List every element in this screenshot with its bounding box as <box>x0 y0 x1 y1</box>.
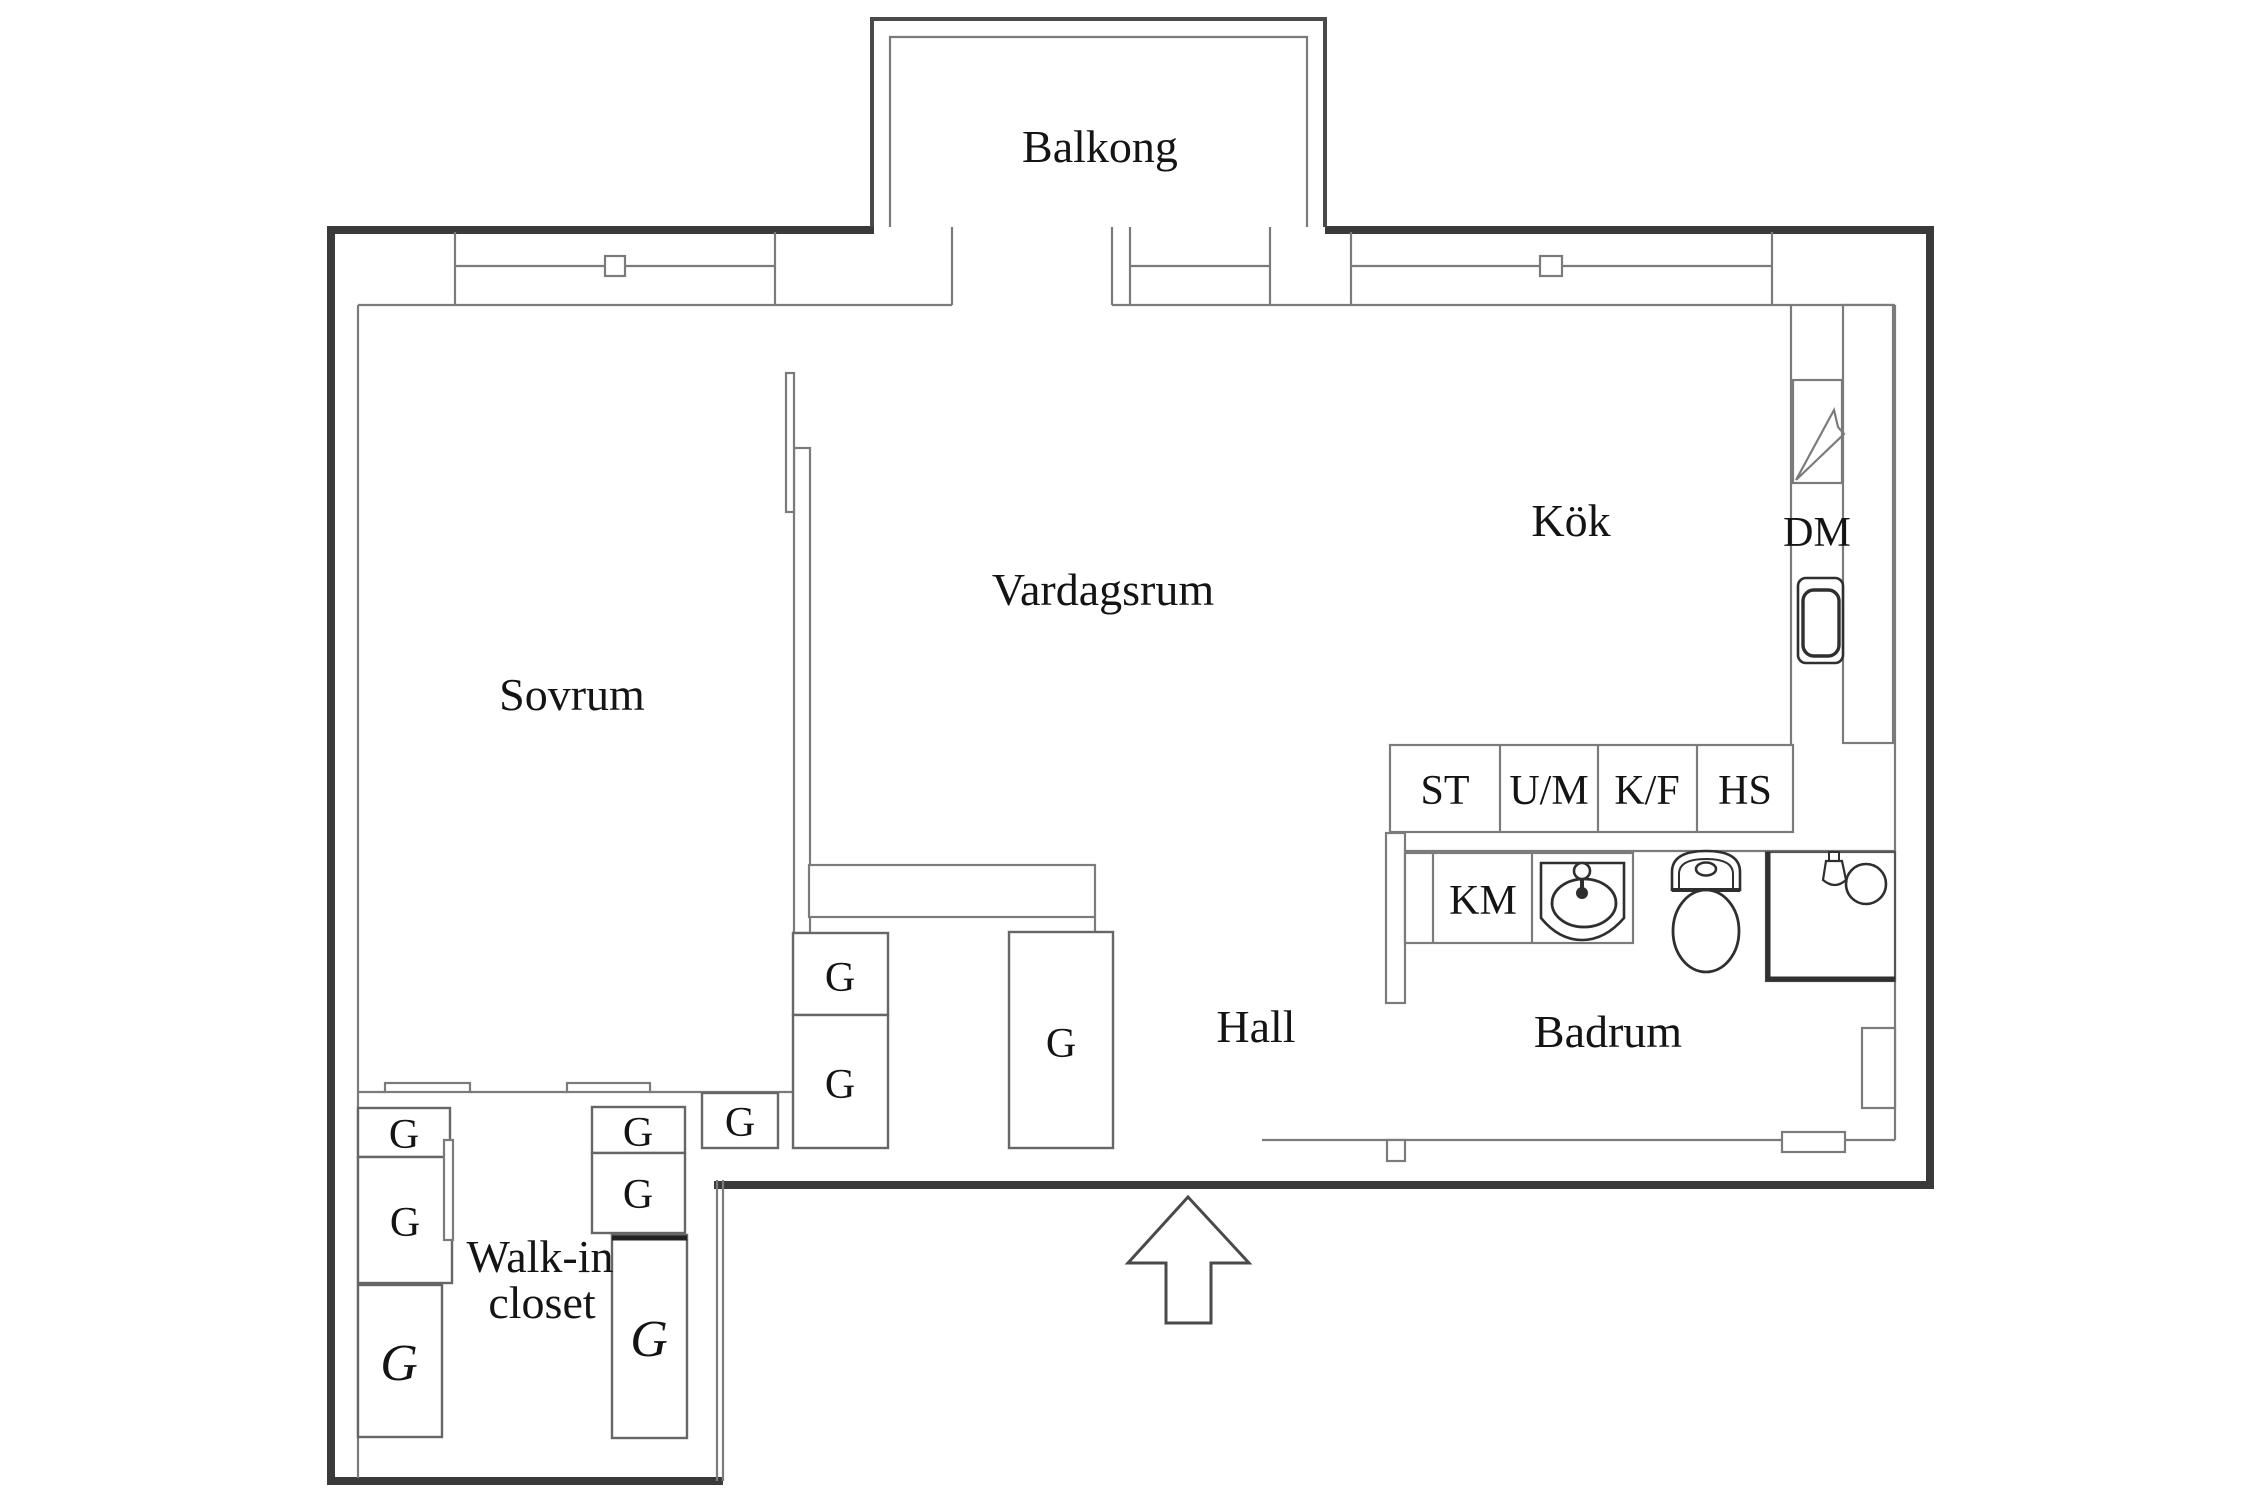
toilet-button <box>1694 861 1718 877</box>
kitchen-unit-label: K/F <box>1614 768 1679 814</box>
wardrobe-box <box>590 1151 687 1235</box>
bedroom-door-leaf <box>784 371 796 514</box>
bathroom-door-jamb <box>1385 1138 1407 1163</box>
closet-opening-lintel-left <box>383 1081 472 1094</box>
kitchen-label: Kök <box>1531 495 1610 546</box>
wardrobe-box <box>610 1233 689 1440</box>
hall-label: Hall <box>1216 1001 1295 1052</box>
kitchen-sink-basin <box>1801 588 1841 658</box>
wardrobe-label: G <box>390 1200 420 1246</box>
toilet-tank-inner <box>1678 857 1734 890</box>
divider-wall <box>792 446 812 935</box>
kitchen-unit-row <box>1388 743 1795 834</box>
washing-machine-label: KM <box>1449 878 1517 924</box>
wardrobe-box <box>1007 930 1115 1150</box>
kitchen-unit-label: ST <box>1420 768 1469 814</box>
windows <box>453 227 1774 305</box>
wardrobe-label-italic: G <box>630 1311 668 1368</box>
kitchen-unit-label: HS <box>1718 768 1772 814</box>
walk-in-closet-label-line2: closet <box>488 1277 596 1328</box>
kitchen-unit-label: U/M <box>1509 768 1588 814</box>
stove-symbol-icon <box>1795 406 1846 481</box>
living-room-label: Vardagsrum <box>992 564 1214 615</box>
shower-head-mount <box>1828 851 1840 862</box>
bathroom-threshold <box>1780 1130 1847 1154</box>
kitchen-tall-cabinet <box>1841 303 1895 745</box>
sink-faucet <box>1572 861 1592 881</box>
wardrobe-box <box>356 1106 452 1159</box>
wardrobe-label-italic: G <box>380 1335 418 1392</box>
wardrobe-box <box>356 1283 444 1439</box>
wardrobe-label: G <box>1046 1021 1076 1067</box>
wardrobe-box <box>791 1013 890 1150</box>
kitchen: DM ST U/M K/F HS <box>1388 303 1895 834</box>
interior-wall-faces <box>356 303 1897 1481</box>
wardrobe-box <box>700 1091 780 1150</box>
wardrobe-label: G <box>389 1112 419 1158</box>
bathroom-sink-icon <box>1539 861 1626 942</box>
entrance-arrow-icon <box>1124 1194 1253 1325</box>
wardrobe-label: G <box>825 955 855 1001</box>
hall-band-wall <box>807 863 1097 919</box>
balcony-outer-wall <box>870 17 1327 227</box>
dishwasher-label: DM <box>1783 510 1851 556</box>
shower-head <box>1821 859 1848 887</box>
closet-openings <box>383 1081 652 1242</box>
wardrobe-box <box>791 931 890 1017</box>
bathroom-radiator <box>1860 1026 1897 1110</box>
toilet-bowl <box>1671 888 1741 974</box>
bedroom-window-post <box>603 254 627 278</box>
bedroom-living-divider <box>784 371 812 935</box>
balcony-inner-rail <box>888 35 1309 227</box>
toilet-icon <box>1670 849 1742 974</box>
wardrobes: G G G G G G G G G G <box>356 930 1115 1440</box>
balcony-label: Balkong <box>1022 121 1178 172</box>
wardrobe-label: G <box>725 1100 755 1146</box>
exterior-walls <box>327 226 1934 1485</box>
wardrobe-label: G <box>623 1172 653 1218</box>
balcony: Balkong <box>870 17 1327 227</box>
bathroom: KM <box>1384 831 1897 1163</box>
kitchen-window-post <box>1538 254 1564 278</box>
kitchen-stove <box>1791 378 1844 485</box>
hall-closet-band <box>807 863 1097 919</box>
shower-knob <box>1844 862 1888 906</box>
bathroom-label: Badrum <box>1534 1006 1682 1057</box>
closet-door-leaf <box>442 1138 455 1242</box>
closet-opening-lintel-right <box>565 1081 652 1094</box>
walk-in-closet-label-line1: Walk-in <box>466 1231 613 1282</box>
room-labels: Sovrum Vardagsrum Kök Hall Badrum Walk-i… <box>466 495 1682 1328</box>
wardrobe-label: G <box>623 1110 653 1156</box>
bathroom-partition-wall <box>1384 831 1407 1005</box>
wardrobe-label: G <box>825 1062 855 1108</box>
sink-drain <box>1576 887 1588 899</box>
shower-icon <box>1764 850 1897 983</box>
wardrobe-box <box>590 1105 687 1155</box>
bedroom-label: Sovrum <box>499 669 645 720</box>
